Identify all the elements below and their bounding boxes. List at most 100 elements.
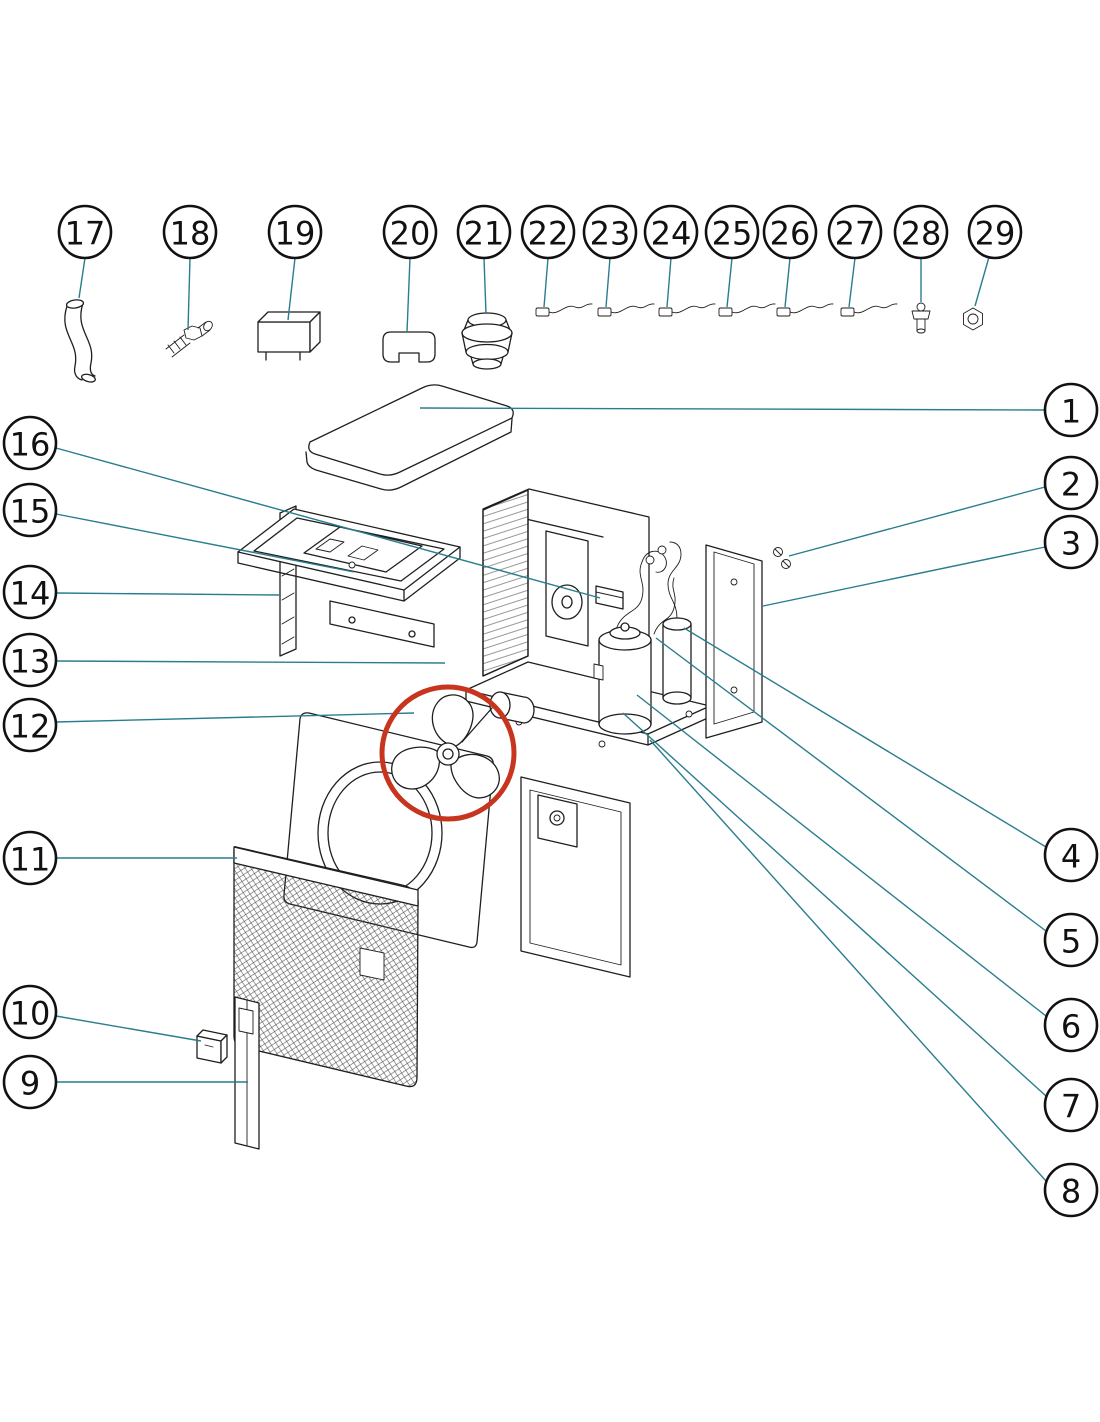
callout-circle-11 bbox=[2, 830, 58, 886]
callout-circle-20 bbox=[382, 204, 438, 260]
leader-line-15 bbox=[55, 513, 355, 573]
callout-circle-12 bbox=[2, 697, 58, 753]
callout-circle-3 bbox=[1043, 514, 1099, 570]
part-11-grille-panel bbox=[233, 845, 419, 1088]
leader-line-16 bbox=[55, 447, 601, 599]
callout-17: 17 bbox=[57, 204, 113, 260]
callout-4: 4 bbox=[1043, 827, 1099, 883]
callout-number-18: 18 bbox=[170, 214, 211, 252]
leader-line-25 bbox=[726, 257, 733, 308]
leader-line-6 bbox=[636, 694, 1047, 1017]
leader-line-26 bbox=[784, 257, 791, 308]
callout-10: 10 bbox=[2, 984, 58, 1040]
leader-line-3 bbox=[762, 546, 1046, 607]
callout-7: 7 bbox=[1043, 1077, 1099, 1133]
callout-circle-18 bbox=[162, 204, 218, 260]
callout-circle-8 bbox=[1043, 1162, 1099, 1218]
callout-27: 27 bbox=[827, 204, 883, 260]
callout-circle-29 bbox=[967, 204, 1023, 260]
callout-number-19: 19 bbox=[275, 214, 316, 252]
callout-21: 21 bbox=[456, 204, 512, 260]
part-10-switch bbox=[196, 1029, 228, 1064]
callout-circle-21 bbox=[456, 204, 512, 260]
callout-number-10: 10 bbox=[10, 994, 51, 1032]
callout-circle-15 bbox=[2, 482, 58, 538]
callout-circle-1 bbox=[1043, 382, 1099, 438]
part-28-valve bbox=[911, 302, 931, 334]
leader-line-7 bbox=[622, 712, 1047, 1097]
callout-circle-4 bbox=[1043, 827, 1099, 883]
callout-number-6: 6 bbox=[1061, 1007, 1081, 1045]
callout-number-13: 13 bbox=[10, 642, 51, 680]
leader-line-12 bbox=[55, 712, 415, 723]
callout-circle-13 bbox=[2, 632, 58, 688]
callout-number-26: 26 bbox=[770, 214, 811, 252]
part-2-screws bbox=[773, 547, 791, 569]
callout-circle-25 bbox=[704, 204, 760, 260]
callout-25: 25 bbox=[704, 204, 760, 260]
leader-line-4 bbox=[683, 627, 1047, 848]
callout-9: 9 bbox=[2, 1054, 58, 1110]
callout-14: 14 bbox=[2, 564, 58, 620]
part-12-fan-propeller bbox=[391, 694, 500, 799]
callout-circle-7 bbox=[1043, 1077, 1099, 1133]
leader-line-21 bbox=[483, 257, 487, 315]
leader-line-27 bbox=[848, 257, 856, 308]
callout-number-25: 25 bbox=[712, 214, 753, 252]
callout-circle-6 bbox=[1043, 997, 1099, 1053]
callout-number-29: 29 bbox=[975, 214, 1016, 252]
leader-line-23 bbox=[605, 257, 611, 308]
callout-18: 18 bbox=[162, 204, 218, 260]
callout-number-22: 22 bbox=[528, 214, 569, 252]
callout-13: 13 bbox=[2, 632, 58, 688]
callout-number-17: 17 bbox=[65, 214, 106, 252]
callout-circle-28 bbox=[893, 204, 949, 260]
callout-28: 28 bbox=[893, 204, 949, 260]
callout-22: 22 bbox=[520, 204, 576, 260]
leader-line-1 bbox=[419, 407, 1046, 411]
part-17-drain-hose bbox=[64, 299, 96, 383]
callout-number-21: 21 bbox=[464, 214, 505, 252]
callout-2: 2 bbox=[1043, 455, 1099, 511]
part-3-side-panel bbox=[705, 544, 763, 739]
part-compressor bbox=[593, 622, 652, 735]
callout-circle-22 bbox=[520, 204, 576, 260]
callout-circle-24 bbox=[643, 204, 699, 260]
leader-line-8 bbox=[649, 739, 1047, 1182]
callout-number-16: 16 bbox=[10, 425, 51, 463]
callout-6: 6 bbox=[1043, 997, 1099, 1053]
callout-23: 23 bbox=[582, 204, 638, 260]
callout-number-1: 1 bbox=[1061, 392, 1081, 430]
part-19-relay-box bbox=[257, 311, 321, 361]
leader-line-5 bbox=[655, 637, 1047, 932]
callout-16: 16 bbox=[2, 415, 58, 471]
callout-number-27: 27 bbox=[835, 214, 876, 252]
callout-number-5: 5 bbox=[1061, 922, 1081, 960]
leader-line-14 bbox=[55, 592, 281, 596]
leader-line-13 bbox=[55, 660, 446, 664]
callout-12: 12 bbox=[2, 697, 58, 753]
leader-line-10 bbox=[55, 1015, 202, 1042]
callout-8: 8 bbox=[1043, 1162, 1099, 1218]
callout-circle-26 bbox=[762, 204, 818, 260]
callout-3: 3 bbox=[1043, 514, 1099, 570]
callout-number-4: 4 bbox=[1061, 837, 1081, 875]
callout-number-20: 20 bbox=[390, 214, 431, 252]
callout-circle-14 bbox=[2, 564, 58, 620]
part-copper-tubing bbox=[615, 541, 682, 635]
callout-19: 19 bbox=[267, 204, 323, 260]
part-9-corner-trim bbox=[234, 996, 260, 1150]
leader-line-29 bbox=[974, 256, 990, 307]
callout-circle-9 bbox=[2, 1054, 58, 1110]
callout-circle-19 bbox=[267, 204, 323, 260]
callout-number-15: 15 bbox=[10, 492, 51, 530]
highlight-circle bbox=[379, 684, 517, 822]
callout-circle-16 bbox=[2, 415, 58, 471]
leader-line-19 bbox=[287, 257, 296, 321]
leader-lines-layer bbox=[55, 256, 1047, 1182]
part-accumulator bbox=[662, 617, 692, 705]
leader-line-2 bbox=[788, 486, 1046, 557]
part-side-casing-panel bbox=[520, 776, 631, 978]
part-20-rubber-mount bbox=[382, 331, 436, 363]
